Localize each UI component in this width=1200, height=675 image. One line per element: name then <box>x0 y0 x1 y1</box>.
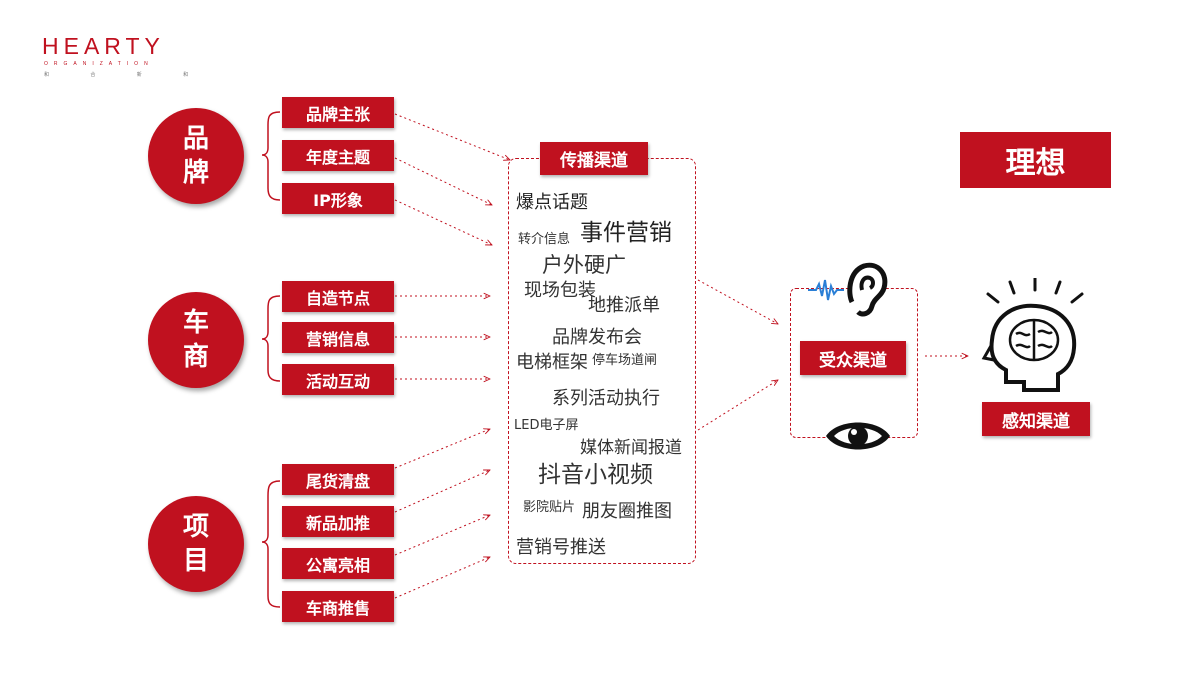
tag-project-4: 车商推售 <box>282 591 394 622</box>
audience-label: 受众渠道 <box>800 341 906 375</box>
channel-word: 事件营销 <box>580 220 672 246</box>
channel-word: 地推派单 <box>588 295 660 316</box>
group-char: 牌 <box>182 158 209 188</box>
bracket-project <box>261 480 281 608</box>
group-circle-project: 项 目 <box>148 496 244 592</box>
tag-project-1: 尾货清盘 <box>282 464 394 495</box>
group-char: 品 <box>182 124 209 154</box>
group-char: 目 <box>182 546 209 576</box>
arrow-brand-2 <box>394 157 492 205</box>
channel-word: 朋友圈推图 <box>582 501 672 522</box>
tag-brand-1: 品牌主张 <box>282 97 394 128</box>
tag-project-2: 新品加推 <box>282 506 394 537</box>
logo-subtitle-cn: 和 合 新 和 <box>44 72 209 78</box>
logo-subtitle: ORGANIZATION <box>44 61 154 67</box>
group-char: 商 <box>182 342 209 372</box>
channel-word: 品牌发布会 <box>552 327 642 348</box>
channel-word: 爆点话题 <box>516 192 588 213</box>
ear-icon <box>808 262 888 317</box>
arrow-channel-audience-1 <box>697 279 778 324</box>
arrow-brand-3 <box>394 199 492 245</box>
ideal-heading: 理想 <box>960 132 1111 188</box>
tag-brand-3: IP形象 <box>282 183 394 214</box>
tag-dealer-1: 自造节点 <box>282 281 394 312</box>
channel-word: 营销号推送 <box>516 537 606 558</box>
channel-title: 传播渠道 <box>540 142 648 175</box>
channel-word: 转介信息 <box>518 232 571 247</box>
logo-wordmark: HEARTY <box>42 33 165 59</box>
channel-word: LED电子屏 <box>514 418 579 433</box>
arrow-channel-audience-2 <box>697 380 778 431</box>
channel-word: 停车场道闸 <box>592 353 658 368</box>
head-brain-icon <box>981 278 1084 392</box>
bracket-dealer <box>261 295 281 382</box>
group-char: 车 <box>182 308 209 338</box>
tag-dealer-2: 营销信息 <box>282 322 394 353</box>
tag-project-3: 公寓亮相 <box>282 548 394 579</box>
perception-label: 感知渠道 <box>982 402 1090 436</box>
tag-brand-2: 年度主题 <box>282 140 394 171</box>
group-circle-brand: 品 牌 <box>148 108 244 204</box>
group-char: 项 <box>182 512 209 542</box>
arrow-project-4 <box>394 557 490 599</box>
group-circle-dealer: 车 商 <box>148 292 244 388</box>
arrow-project-2 <box>394 470 490 513</box>
channel-word: 影院贴片 <box>523 500 576 515</box>
arrow-project-3 <box>394 515 490 556</box>
channel-word: 户外硬广 <box>542 253 626 277</box>
channel-word: 电梯框架 <box>516 352 588 373</box>
channel-word: 媒体新闻报道 <box>580 438 682 458</box>
channel-word: 现场包装 <box>524 280 596 301</box>
bracket-brand <box>261 111 281 201</box>
channel-word: 系列活动执行 <box>552 388 660 409</box>
tag-dealer-3: 活动互动 <box>282 364 394 395</box>
arrow-project-1 <box>394 429 490 469</box>
channel-word: 抖音小视频 <box>538 462 653 488</box>
eye-icon <box>826 422 890 450</box>
arrow-brand-1 <box>394 113 510 160</box>
